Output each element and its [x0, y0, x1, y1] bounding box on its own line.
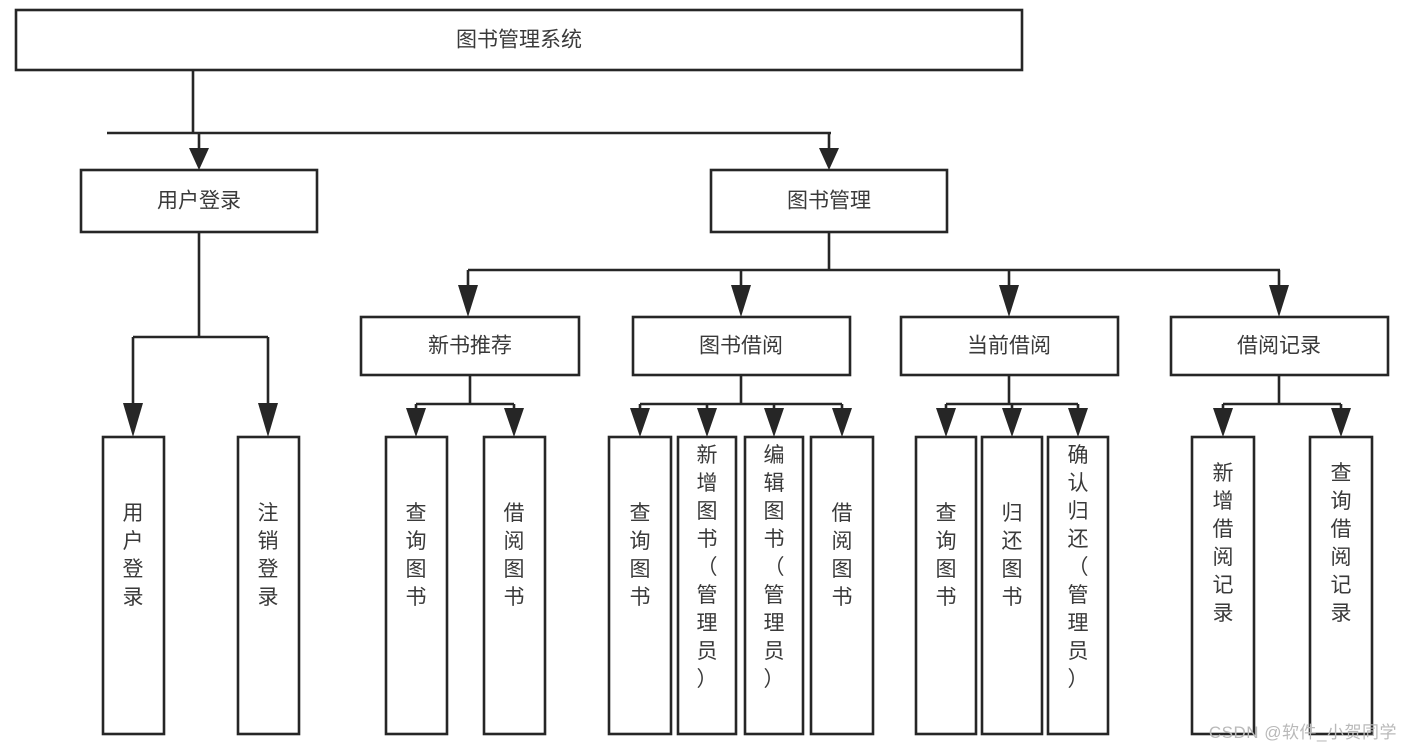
node-leaf-confirm-return[interactable]: 确认归还（管理员）: [1046, 435, 1110, 736]
arrowhead-user-login: [189, 148, 209, 170]
node-root-box[interactable]: [14, 8, 1024, 72]
node-user-login[interactable]: 用户登录: [79, 168, 319, 234]
arrowhead-leaf-query-book-1: [406, 408, 426, 437]
node-leaf-user-login-box[interactable]: [101, 435, 166, 736]
node-book-manage[interactable]: 图书管理: [709, 168, 949, 234]
node-leaf-return-book-box[interactable]: [980, 435, 1044, 736]
node-leaf-query-book-1-label: 查询图书: [406, 502, 427, 609]
arrowhead-leaf-return-book: [1002, 408, 1022, 437]
node-leaf-query-book-2-box[interactable]: [607, 435, 673, 736]
node-new-book-recommend-box[interactable]: [359, 315, 581, 377]
arrowhead-leaf-query-record: [1331, 408, 1351, 437]
node-user-login-label: 用户登录: [157, 190, 241, 213]
node-leaf-query-record-label: 查询借阅记录: [1331, 462, 1352, 625]
arrowhead-new-book-recommend: [458, 285, 478, 317]
node-leaf-edit-book-box[interactable]: [743, 435, 805, 736]
node-leaf-query-book-3[interactable]: 查询图书: [914, 435, 978, 736]
node-leaf-logout-box[interactable]: [236, 435, 301, 736]
node-leaf-add-record[interactable]: 新增借阅记录: [1190, 435, 1256, 736]
node-leaf-user-login-label: 用户登录: [123, 502, 144, 609]
node-leaf-logout-label: 注销登录: [258, 502, 279, 609]
node-book-manage-label: 图书管理: [787, 190, 871, 213]
arrowhead-leaf-logout: [258, 403, 278, 437]
node-book-borrow-label: 图书借阅: [699, 335, 783, 358]
arrowhead-leaf-confirm-return: [1068, 408, 1088, 437]
node-leaf-add-book[interactable]: 新增图书（管理员）: [676, 435, 738, 736]
arrowhead-book-borrow: [731, 285, 751, 317]
node-leaf-query-book-3-box[interactable]: [914, 435, 978, 736]
node-leaf-add-record-label: 新增借阅记录: [1213, 462, 1234, 625]
node-current-borrow-box[interactable]: [899, 315, 1120, 377]
node-leaf-edit-book[interactable]: 编辑图书（管理员）: [743, 435, 805, 736]
node-leaf-query-book-3-label: 查询图书: [936, 502, 957, 609]
node-leaf-borrow-book-1-box[interactable]: [482, 435, 547, 736]
node-borrow-record-label: 借阅记录: [1237, 335, 1321, 358]
node-leaf-confirm-return-label: 确认归还（管理员）: [1068, 444, 1089, 691]
node-leaf-borrow-book-2-label: 借阅图书: [832, 502, 853, 609]
node-leaf-add-record-box[interactable]: [1190, 435, 1256, 736]
node-leaf-add-book-label: 新增图书（管理员）: [697, 444, 718, 691]
arrowhead-leaf-add-record: [1213, 408, 1233, 437]
node-leaf-query-record[interactable]: 查询借阅记录: [1308, 435, 1374, 736]
arrowhead-leaf-query-book-2: [630, 408, 650, 437]
node-leaf-borrow-book-1-label: 借阅图书: [504, 502, 525, 609]
node-leaf-borrow-book-2-box[interactable]: [809, 435, 875, 736]
node-leaf-confirm-return-box[interactable]: [1046, 435, 1110, 736]
node-leaf-borrow-book-2[interactable]: 借阅图书: [809, 435, 875, 736]
node-leaf-query-record-box[interactable]: [1308, 435, 1374, 736]
node-leaf-query-book-2[interactable]: 查询图书: [607, 435, 673, 736]
node-new-book-recommend-label: 新书推荐: [428, 335, 512, 358]
connectors: [107, 70, 1351, 437]
node-new-book-recommend[interactable]: 新书推荐: [359, 315, 581, 377]
node-leaf-query-book-1[interactable]: 查询图书: [384, 435, 449, 736]
node-leaf-return-book-label: 归还图书: [1002, 502, 1023, 609]
node-borrow-record[interactable]: 借阅记录: [1169, 315, 1390, 377]
node-leaf-user-login[interactable]: 用户登录: [101, 435, 166, 736]
arrowhead-book-manage: [819, 148, 839, 170]
arrowhead-leaf-borrow-book-2: [832, 408, 852, 437]
node-leaf-return-book[interactable]: 归还图书: [980, 435, 1044, 736]
arrowhead-leaf-user-login: [123, 403, 143, 437]
csdn-watermark: CSDN @软件_小贺同学: [1208, 723, 1397, 742]
node-root-label: 图书管理系统: [456, 29, 582, 52]
node-book-manage-box[interactable]: [709, 168, 949, 234]
node-leaf-query-book-1-box[interactable]: [384, 435, 449, 736]
node-current-borrow-label: 当前借阅: [967, 335, 1051, 358]
node-leaf-edit-book-label: 编辑图书（管理员）: [764, 444, 785, 691]
arrowhead-leaf-edit-book: [764, 408, 784, 437]
node-book-borrow[interactable]: 图书借阅: [631, 315, 852, 377]
arrowhead-borrow-record: [1269, 285, 1289, 317]
node-leaf-borrow-book-1[interactable]: 借阅图书: [482, 435, 547, 736]
arrowhead-leaf-query-book-3: [936, 408, 956, 437]
arrowhead-leaf-add-book: [697, 408, 717, 437]
arrowhead-leaf-borrow-book-1: [504, 408, 524, 437]
arrowhead-current-borrow: [999, 285, 1019, 317]
node-leaf-add-book-box[interactable]: [676, 435, 738, 736]
node-current-borrow[interactable]: 当前借阅: [899, 315, 1120, 377]
node-leaf-logout[interactable]: 注销登录: [236, 435, 301, 736]
node-borrow-record-box[interactable]: [1169, 315, 1390, 377]
node-leaf-query-book-2-label: 查询图书: [630, 502, 651, 609]
node-root[interactable]: 图书管理系统: [14, 8, 1024, 72]
node-user-login-box[interactable]: [79, 168, 319, 234]
node-book-borrow-box[interactable]: [631, 315, 852, 377]
